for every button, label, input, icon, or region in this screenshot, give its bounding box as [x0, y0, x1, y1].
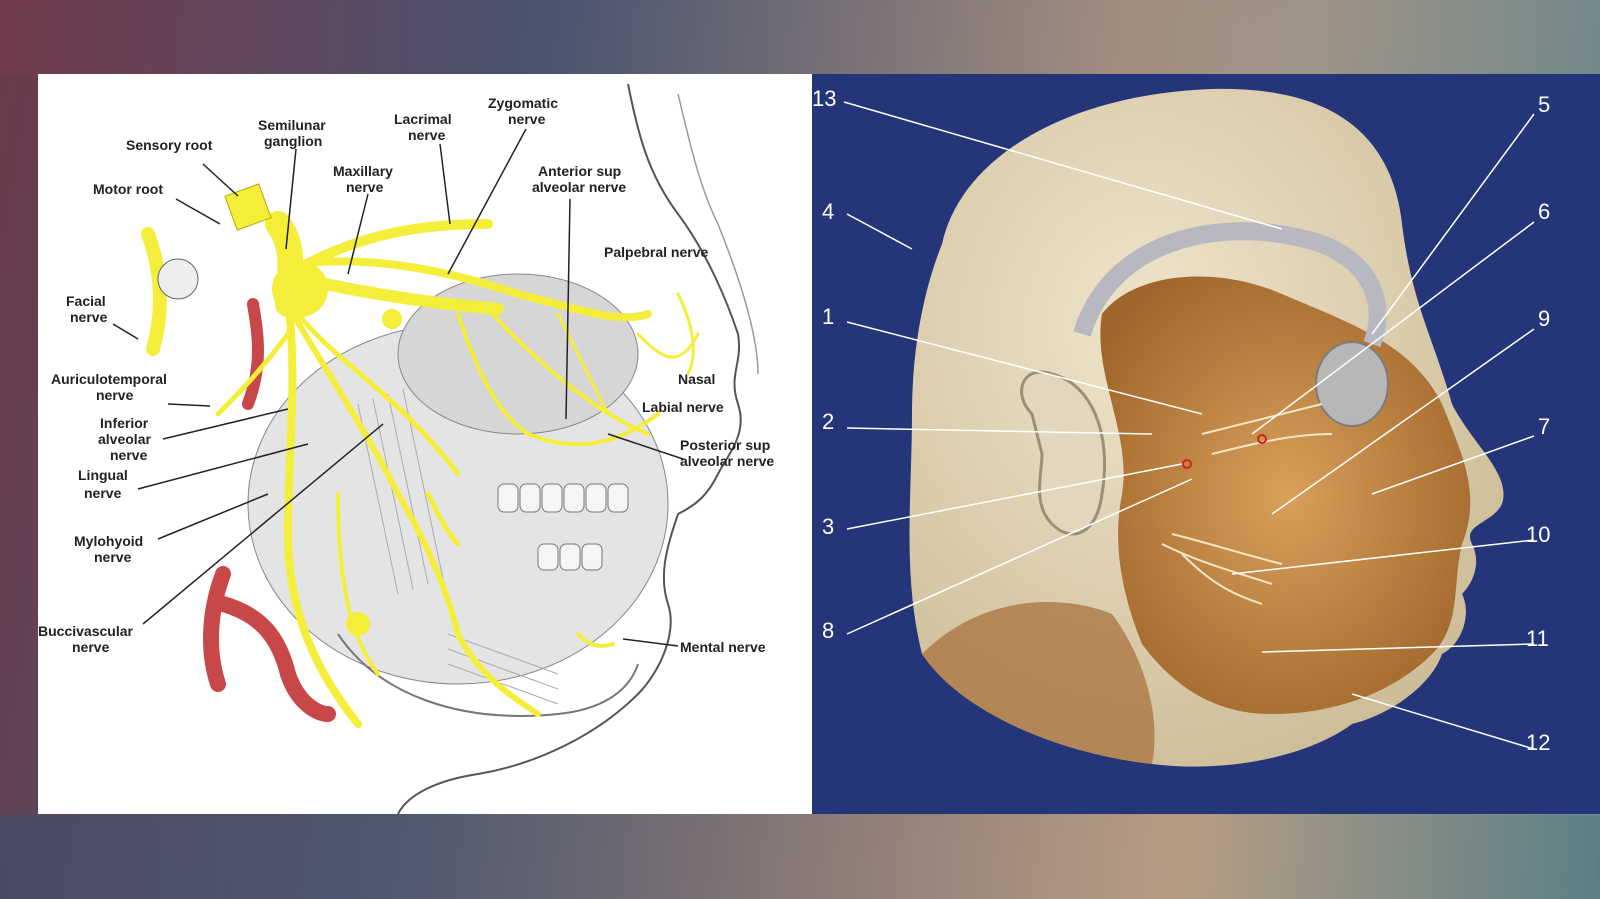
dissected-head-svg: 13 5 4 6 1 9 2 7 3 10 8 11 12	[812, 86, 1550, 767]
upper-teeth	[497, 483, 629, 513]
label-lacrimal-nerve-line1: Lacrimal	[394, 111, 452, 127]
neck-muscles	[922, 602, 1155, 764]
label-zygomatic-nerve-line2: nerve	[508, 111, 546, 127]
dissected-head-photo: 13 5 4 6 1 9 2 7 3 10 8 11 12	[812, 74, 1600, 814]
trigeminal-nerve-diagram: Sensory root Semilunar ganglion Lacrimal…	[38, 74, 812, 814]
label-number-7: 7	[1538, 414, 1550, 439]
trigeminal-diagram-svg: Sensory root Semilunar ganglion Lacrimal…	[38, 83, 774, 814]
label-maxillary-nerve-line2: nerve	[346, 179, 384, 195]
label-lingual-nerve-line2: nerve	[84, 485, 122, 501]
lower-teeth	[537, 543, 603, 571]
label-mylohyoid-nerve-line1: Mylohyoid	[74, 533, 143, 549]
temporal-fascia-band	[1073, 222, 1387, 348]
label-lingual-nerve-line1: Lingual	[78, 467, 128, 483]
face-profile-outline	[397, 83, 742, 814]
label-auriculotemporal-line1: Auriculotemporal	[51, 371, 167, 387]
external-carotid-artery	[203, 566, 336, 722]
pterygopalatine-ganglion	[382, 309, 402, 329]
label-number-6: 6	[1538, 199, 1550, 224]
maxillary-artery	[242, 298, 264, 410]
number-leader-lines	[843, 101, 1535, 750]
exposed-nerve-fibers	[1161, 403, 1333, 605]
marker-dot-a	[1257, 434, 1267, 444]
label-number-10: 10	[1526, 522, 1550, 547]
label-number-9: 9	[1538, 306, 1550, 331]
label-number-1: 1	[822, 304, 834, 329]
label-palpebral-nerve: Palpebral nerve	[604, 244, 708, 260]
slide-background-bottom	[0, 815, 1600, 899]
label-inferior-alveolar-line3: nerve	[110, 447, 148, 463]
label-inferior-alveolar-line2: alveolar	[98, 431, 151, 447]
label-mental-nerve: Mental nerve	[680, 639, 766, 655]
label-anterior-sup-alveolar-line2: alveolar nerve	[532, 179, 626, 195]
label-labial-nerve: Labial nerve	[642, 399, 724, 415]
label-facial-nerve-line1: Facial	[66, 293, 106, 309]
nasal-outline	[677, 93, 759, 375]
label-leader-lines	[112, 128, 684, 647]
submandibular-ganglion	[346, 612, 370, 636]
label-mylohyoid-nerve-line2: nerve	[94, 549, 132, 565]
label-anterior-sup-alveolar-line1: Anterior sup	[538, 163, 621, 179]
label-number-4: 4	[822, 199, 834, 224]
label-motor-root: Motor root	[93, 181, 163, 197]
label-number-2: 2	[822, 409, 834, 434]
label-nasal: Nasal	[678, 371, 715, 387]
label-number-13: 13	[812, 86, 836, 111]
eyeball	[1315, 341, 1389, 427]
semilunar-ganglion-body	[272, 261, 328, 317]
ear-canal	[157, 258, 199, 300]
label-semilunar-ganglion-line2: ganglion	[264, 133, 322, 149]
slide-background-top	[0, 0, 1600, 75]
label-number-12: 12	[1526, 730, 1550, 755]
label-buccivascular-nerve-line1: Buccivascular	[38, 623, 133, 639]
label-number-8: 8	[822, 618, 834, 643]
label-number-3: 3	[822, 514, 834, 539]
label-auriculotemporal-line2: nerve	[96, 387, 134, 403]
marker-dot-b	[1182, 459, 1192, 469]
label-maxillary-nerve-line1: Maxillary	[333, 163, 393, 179]
label-posterior-sup-alveolar-line1: Posterior sup	[680, 437, 770, 453]
label-posterior-sup-alveolar-line2: alveolar nerve	[680, 453, 774, 469]
ear	[1020, 370, 1107, 536]
label-lacrimal-nerve-line2: nerve	[408, 127, 446, 143]
label-number-5: 5	[1538, 92, 1550, 117]
label-zygomatic-nerve-line1: Zygomatic	[488, 95, 558, 111]
label-inferior-alveolar-line1: Inferior	[100, 415, 149, 431]
label-facial-nerve-line2: nerve	[70, 309, 108, 325]
label-number-11: 11	[1526, 626, 1549, 651]
label-sensory-root: Sensory root	[126, 137, 213, 153]
label-buccivascular-nerve-line2: nerve	[72, 639, 110, 655]
facial-nerve-stump	[141, 227, 167, 356]
label-semilunar-ganglion-line1: Semilunar	[258, 117, 326, 133]
